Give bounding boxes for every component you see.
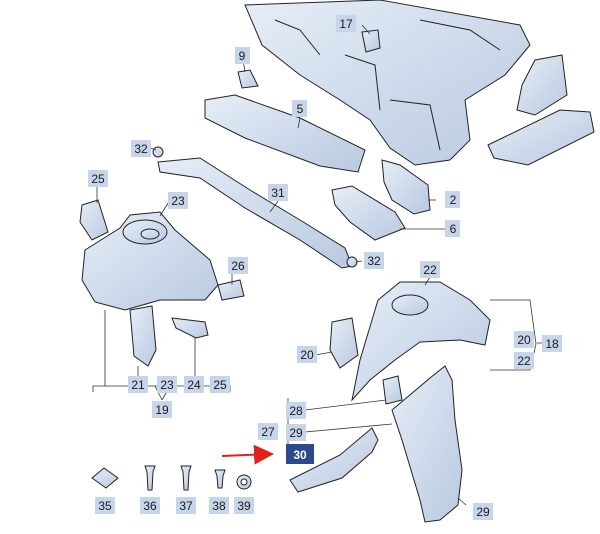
- svg-text:25: 25: [213, 378, 227, 392]
- callout-32b[interactable]: 32: [364, 252, 384, 269]
- callout-30-highlighted[interactable]: 30: [286, 444, 314, 464]
- callout-36[interactable]: 36: [140, 497, 160, 514]
- svg-text:23: 23: [171, 194, 185, 208]
- wheel-housing-22: [351, 281, 491, 402]
- callout-31[interactable]: 31: [268, 184, 288, 201]
- svg-text:2: 2: [450, 193, 457, 207]
- svg-text:32: 32: [367, 254, 381, 268]
- svg-text:9: 9: [239, 49, 246, 63]
- panel-21: [129, 305, 157, 367]
- bracket-25: [79, 199, 109, 241]
- callout-26[interactable]: 26: [228, 257, 248, 274]
- screw-38: [214, 469, 226, 489]
- callout-38[interactable]: 38: [209, 497, 229, 514]
- bracket-9: [237, 69, 259, 89]
- right-rail: [487, 109, 595, 166]
- callout-17[interactable]: 17: [336, 15, 356, 32]
- svg-text:27: 27: [261, 425, 275, 439]
- svg-text:17: 17: [339, 17, 353, 31]
- svg-text:18: 18: [545, 337, 559, 351]
- bracket-28: [382, 375, 403, 405]
- callout-37[interactable]: 37: [176, 497, 196, 514]
- screw-37: [180, 465, 192, 491]
- callout-39[interactable]: 39: [234, 497, 254, 514]
- callout-27[interactable]: 27: [258, 423, 278, 440]
- strut-mount-inner: [140, 228, 160, 240]
- bracket-24: [171, 317, 209, 339]
- callout-18[interactable]: 18: [542, 335, 562, 352]
- svg-text:28: 28: [289, 404, 303, 418]
- callout-19[interactable]: 19: [152, 401, 172, 418]
- svg-text:5: 5: [297, 102, 304, 116]
- svg-text:20: 20: [517, 333, 531, 347]
- strut-mount-right: [391, 294, 429, 316]
- callout-24[interactable]: 24: [184, 376, 204, 393]
- svg-text:37: 37: [179, 499, 193, 513]
- panel-30: [289, 427, 379, 493]
- callout-20a[interactable]: 20: [514, 331, 534, 348]
- callout-22a[interactable]: 22: [420, 261, 440, 278]
- callout-29b[interactable]: 29: [473, 503, 493, 520]
- svg-text:20: 20: [300, 348, 314, 362]
- svg-text:36: 36: [143, 499, 157, 513]
- parts: [79, 0, 595, 523]
- fastener-35: [91, 467, 119, 489]
- callout-25a[interactable]: 25: [88, 170, 108, 187]
- callout-32a[interactable]: 32: [131, 140, 151, 157]
- callout-29a[interactable]: 29: [286, 424, 306, 441]
- callout-20b[interactable]: 20: [297, 346, 317, 363]
- strut-bar-31: [157, 157, 353, 269]
- svg-text:22: 22: [517, 354, 531, 368]
- callout-22b[interactable]: 22: [514, 352, 534, 369]
- bracket-17: [361, 29, 381, 53]
- cross-member-5: [204, 94, 366, 173]
- svg-text:21: 21: [131, 378, 145, 392]
- callout-2[interactable]: 2: [445, 191, 460, 208]
- callout-9[interactable]: 9: [235, 47, 250, 64]
- pointer-arrow: [221, 444, 274, 465]
- washer-39-hole: [240, 478, 248, 486]
- callout-23a[interactable]: 23: [168, 192, 188, 209]
- callout-35[interactable]: 35: [95, 497, 115, 514]
- svg-text:23: 23: [160, 378, 174, 392]
- svg-text:39: 39: [237, 499, 251, 513]
- callout-labels: 17 9 5 32 2 6 25 23 31 32 26 22 20 18 22…: [88, 15, 562, 520]
- bulkhead-detail: [274, 19, 501, 151]
- svg-text:32: 32: [134, 142, 148, 156]
- svg-text:31: 31: [271, 186, 285, 200]
- callout-28[interactable]: 28: [286, 402, 306, 419]
- bracket-26: [217, 279, 245, 301]
- svg-text:38: 38: [212, 499, 226, 513]
- callout-6[interactable]: 6: [445, 220, 460, 237]
- panel-20: [329, 317, 359, 369]
- bulkhead-panel: [244, 0, 531, 166]
- screw-36: [144, 465, 156, 491]
- pillar-29: [391, 365, 463, 523]
- svg-text:6: 6: [450, 222, 457, 236]
- svg-text:35: 35: [98, 499, 112, 513]
- svg-text:24: 24: [187, 378, 201, 392]
- svg-text:30: 30: [293, 448, 307, 462]
- callout-23b[interactable]: 23: [157, 376, 177, 393]
- svg-text:25: 25: [91, 172, 105, 186]
- nut-32a: [152, 146, 164, 158]
- svg-text:29: 29: [289, 426, 303, 440]
- callout-25b[interactable]: 25: [210, 376, 230, 393]
- nut-32b: [346, 256, 358, 268]
- right-panel-top: [516, 54, 568, 116]
- svg-text:22: 22: [423, 263, 437, 277]
- panel-6: [331, 185, 406, 241]
- svg-text:26: 26: [231, 259, 245, 273]
- callout-5[interactable]: 5: [292, 100, 307, 117]
- callout-21[interactable]: 21: [128, 376, 148, 393]
- svg-text:19: 19: [155, 403, 169, 417]
- panel-2: [381, 159, 431, 215]
- svg-text:29: 29: [476, 505, 490, 519]
